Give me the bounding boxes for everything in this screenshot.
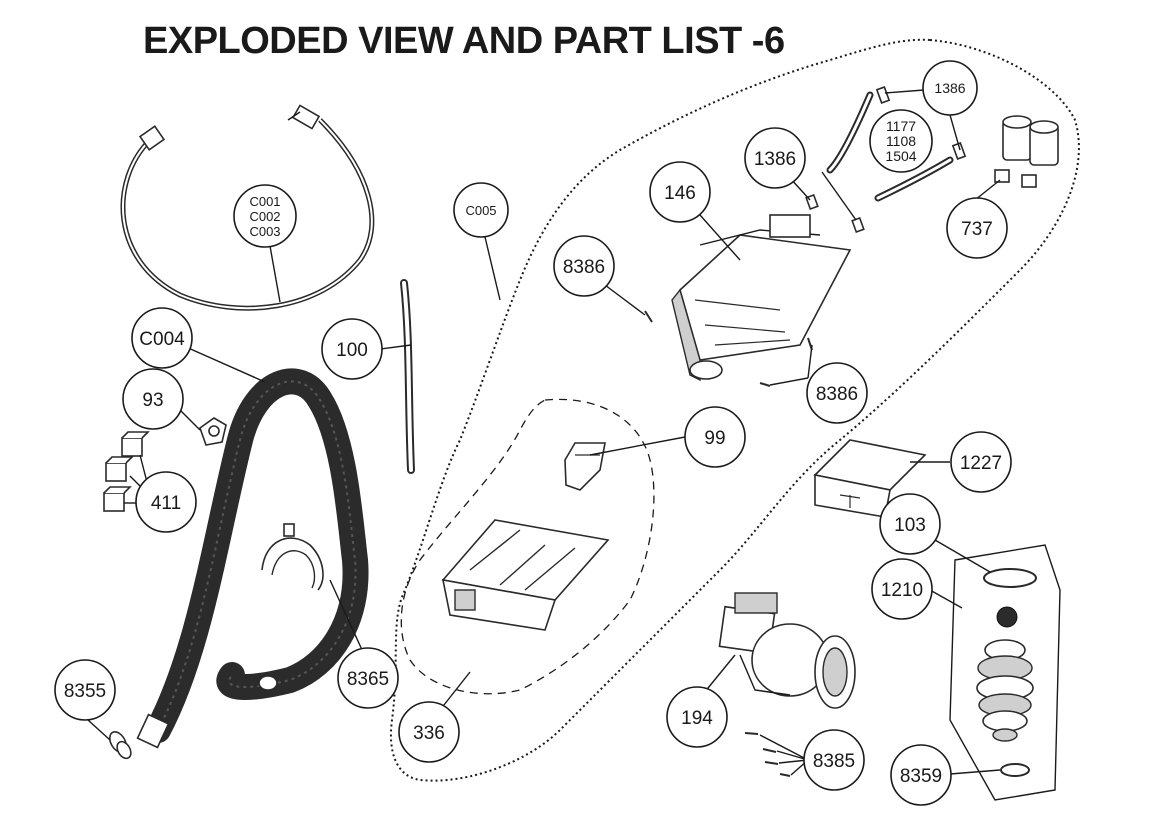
callout-146: 146 <box>649 161 711 223</box>
callout-8365: 8365 <box>337 647 399 709</box>
inlet-hose-part <box>826 91 954 202</box>
hose-bracket-part <box>261 523 324 591</box>
callout-8385: 8385 <box>803 729 865 791</box>
callout-label-194: 194 <box>681 708 713 729</box>
clip-93-part <box>199 417 227 446</box>
callout-8359: 8359 <box>890 744 952 806</box>
inlet-valve-737-part <box>994 115 1059 188</box>
callout-label-103: 103 <box>894 515 926 536</box>
callout-194: 194 <box>666 686 728 748</box>
callout-8355: 8355 <box>54 659 116 721</box>
power-cable-part <box>120 104 375 311</box>
callout-8386-bottom: 8386 <box>806 362 868 424</box>
callout-label-146: 146 <box>664 183 696 204</box>
filter-group-outline <box>949 544 1061 801</box>
callout-label-c005: C005 <box>465 203 496 218</box>
callout-label-8385: 8385 <box>813 751 855 772</box>
callout-103: 103 <box>879 493 941 555</box>
callout-93: 93 <box>122 368 184 430</box>
callout-1386-right: 1386 <box>922 60 978 116</box>
callout-label-1177: 1177 <box>886 118 916 134</box>
callout-411: 411 <box>135 471 197 533</box>
dispenser-drawer-336-part <box>441 519 610 631</box>
callout-label-1210: 1210 <box>881 580 923 601</box>
callout-99: 99 <box>684 406 746 468</box>
callout-label-c003: C003 <box>249 224 280 239</box>
callout-8386-top: 8386 <box>553 235 615 297</box>
callout-label-8365: 8365 <box>347 669 389 690</box>
callout-label-336: 336 <box>413 723 445 744</box>
callout-336: 336 <box>398 701 460 763</box>
callout-1177-1108-1504: 1177 1108 1504 <box>869 109 933 173</box>
siphon-cap-99-part <box>564 442 606 491</box>
callout-label-8359: 8359 <box>900 766 942 787</box>
callout-label-c002: C002 <box>249 209 280 224</box>
callout-label-100: 100 <box>336 340 368 361</box>
callout-1227: 1227 <box>950 431 1012 493</box>
callout-label-8386-top: 8386 <box>563 257 605 278</box>
callout-label-1227: 1227 <box>960 453 1002 474</box>
callout-label-8386-bottom: 8386 <box>816 384 858 405</box>
hose-clamp-8355-part <box>109 731 132 760</box>
callout-label-1108: 1108 <box>886 133 916 149</box>
callout-737: 737 <box>946 197 1008 259</box>
assembly-outline-dotted <box>389 38 1080 782</box>
callout-c005: C005 <box>453 182 509 238</box>
drain-hose-part <box>136 368 369 749</box>
thin-hose-part <box>400 279 415 474</box>
callout-1210: 1210 <box>871 558 933 620</box>
callout-c001-c002-c003: C001 C002 C003 <box>233 184 297 248</box>
callout-label-8355: 8355 <box>64 681 106 702</box>
callout-label-93: 93 <box>142 390 163 411</box>
callout-label-411: 411 <box>151 493 181 514</box>
callout-label-1504: 1504 <box>885 148 916 164</box>
callout-label-99: 99 <box>704 428 725 449</box>
callout-label-1386-left: 1386 <box>754 149 796 170</box>
drain-pump-194-part <box>718 592 856 709</box>
packaging-box-1227-part <box>813 439 927 518</box>
callout-label-c001: C001 <box>249 194 280 209</box>
pump-filter-1210-part <box>976 568 1037 777</box>
callout-label-1386-right: 1386 <box>934 80 965 96</box>
callout-c004: C004 <box>131 307 193 369</box>
callout-100: 100 <box>321 318 383 380</box>
page-title: EXPLODED VIEW AND PART LIST -6 <box>143 20 785 62</box>
callout-label-737: 737 <box>961 219 993 240</box>
screws-8385-part <box>744 732 791 777</box>
callout-label-c004: C004 <box>139 329 185 350</box>
dispenser-housing-146-part <box>671 214 852 382</box>
callout-1386-left: 1386 <box>744 127 806 189</box>
drawer-outline-dashed <box>400 398 655 695</box>
brackets-411-part <box>103 431 150 512</box>
